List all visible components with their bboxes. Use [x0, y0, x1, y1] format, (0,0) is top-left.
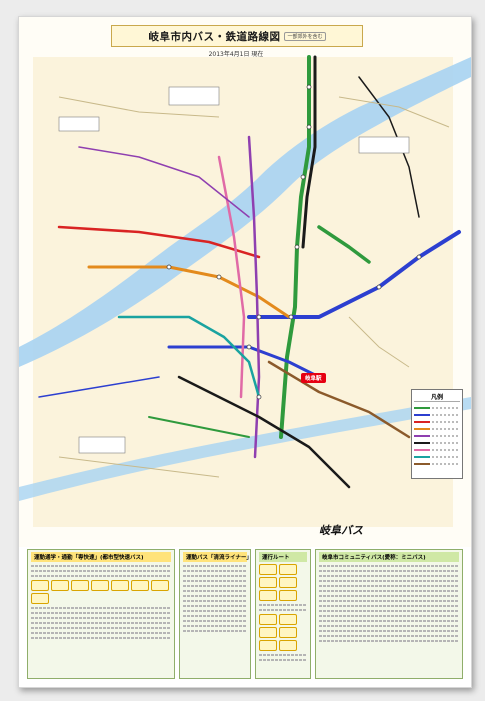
route-purple — [247, 135, 261, 459]
legend-row — [414, 446, 460, 453]
legend-row — [414, 404, 460, 411]
route-blue-west — [38, 376, 160, 398]
route-badge-grid — [259, 614, 307, 651]
panel-rapid: 運動通学・通勤「専快速」(都市型快速バス) — [27, 549, 175, 679]
kiso-river — [19, 397, 471, 501]
route-map-canvas — [19, 17, 471, 547]
gifu-bus-logo: 岐阜バス — [319, 524, 363, 537]
panel-route: 運行ルート — [255, 549, 311, 679]
legend-row — [414, 432, 460, 439]
panel-community: 岐阜市コミュニティバス(愛称：ミニバス) — [315, 549, 463, 679]
map-date: 2013年4月1日 現在 — [208, 51, 264, 58]
route-teal — [117, 315, 261, 399]
route-purple-north — [78, 146, 250, 218]
panel-route-heading: 運行ルート — [259, 552, 307, 562]
map-legend: 凡例 — [411, 389, 463, 479]
legend-row — [414, 418, 460, 425]
route-black-south — [177, 375, 351, 489]
stop-markers — [166, 84, 422, 400]
route-red — [57, 225, 261, 259]
legend-row — [414, 425, 460, 432]
legend-row — [414, 411, 460, 418]
route-black-trunk — [301, 55, 317, 249]
gifu-station-label: 岐阜駅 — [301, 373, 326, 383]
panel-rapid-liner: 運動バス「清流ライナー」 — [179, 549, 251, 679]
route-green-branch — [317, 225, 371, 264]
route-blue-center — [167, 345, 321, 379]
route-badge-grid — [259, 564, 307, 601]
map-title: 岐阜市内バス・鉄道路線図 — [148, 30, 281, 43]
route-badge-grid — [31, 580, 171, 604]
minor-roads — [58, 96, 450, 478]
panel-rapid-liner-heading: 運動バス「清流ライナー」 — [183, 552, 250, 562]
panel-community-heading: 岐阜市コミュニティバス(愛称：ミニバス) — [319, 552, 459, 562]
route-green-south — [148, 416, 250, 438]
note-boxes — [58, 86, 410, 454]
nagara-river — [19, 57, 471, 367]
map-subtitle: 一部郊外を含む — [284, 31, 326, 41]
map-title-box: 岐阜市内バス・鉄道路線図 一部郊外を含む — [111, 25, 363, 47]
route-map-sheet: 岐阜市内バス・鉄道路線図 一部郊外を含む 2013年4月1日 現在 岐阜駅 凡例… — [18, 16, 472, 688]
route-brown — [267, 360, 411, 439]
legend-row — [414, 453, 460, 460]
legend-row — [414, 460, 460, 467]
legend-title: 凡例 — [414, 392, 460, 402]
panel-rapid-heading: 運動通学・通勤「専快速」(都市型快速バス) — [31, 552, 171, 562]
legend-row — [414, 439, 460, 446]
